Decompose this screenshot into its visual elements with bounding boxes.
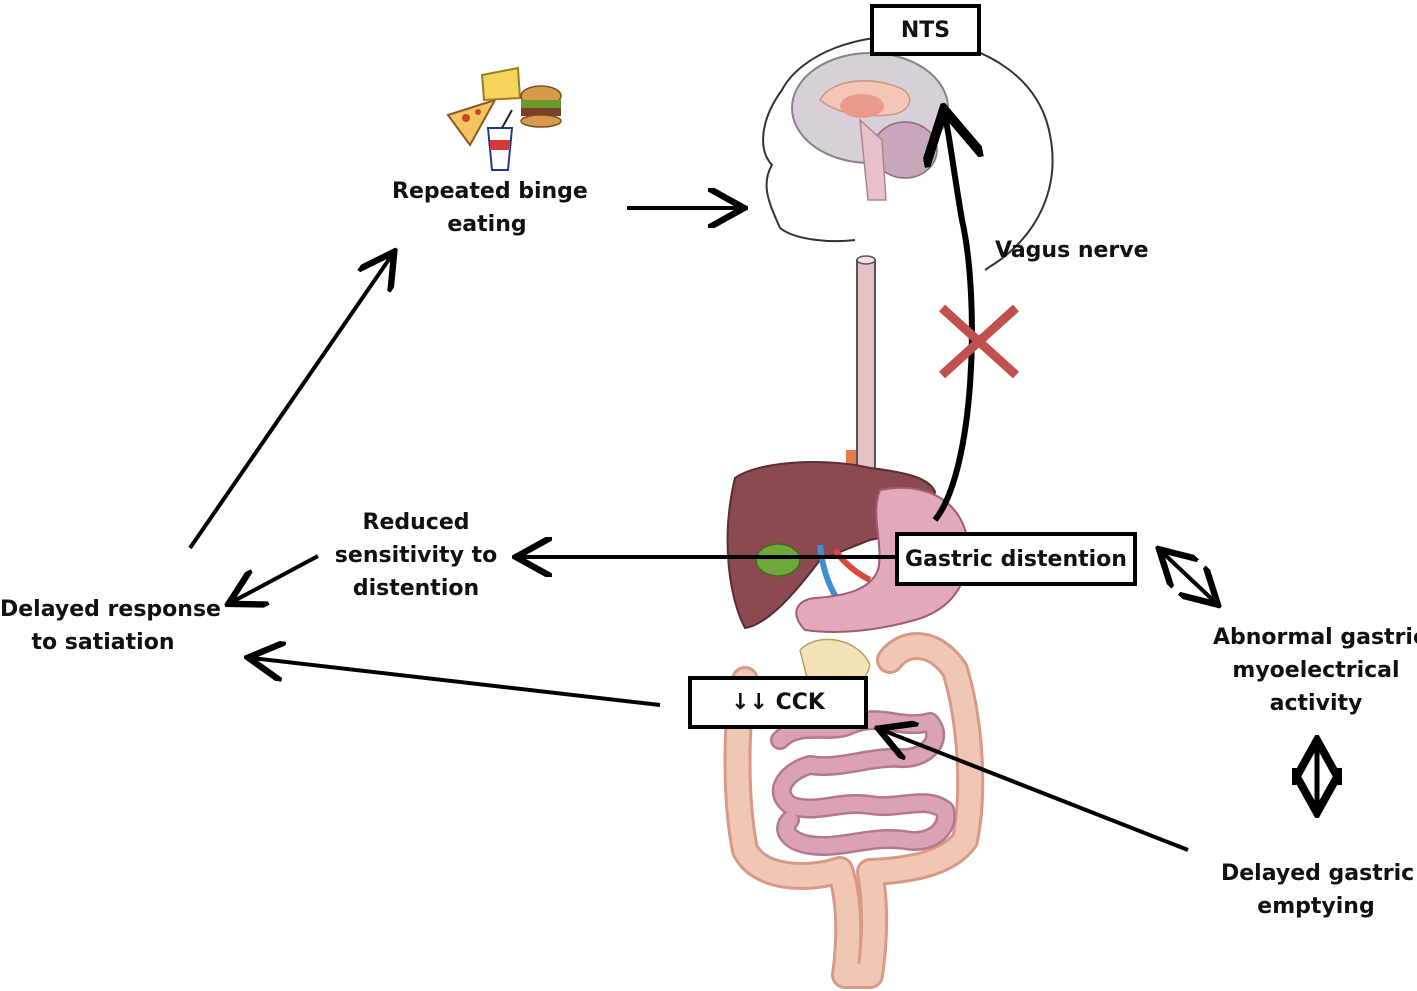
vagus-nerve-arrow bbox=[935, 115, 972, 522]
small-intestine-illustration bbox=[770, 710, 956, 856]
abnormal-activity-label: Abnormal gastric myoelectrical activity bbox=[1213, 621, 1417, 720]
esophagus-illustration bbox=[846, 255, 876, 481]
arrow-delayed-to-binge bbox=[188, 255, 392, 550]
cck-box: ↓↓ CCK bbox=[688, 676, 868, 729]
binge-line-2: eating bbox=[447, 212, 527, 237]
reduced-line-2: sensitivity to bbox=[334, 543, 498, 568]
brain-illustration bbox=[791, 52, 949, 201]
delayed-emptying-line-2: emptying bbox=[1257, 894, 1375, 919]
arrow-reduced-to-delayed bbox=[232, 554, 319, 602]
reduced-line-3: distention bbox=[352, 576, 480, 601]
nts-box: NTS bbox=[870, 4, 981, 56]
gastric-distention-box: Gastric distention bbox=[895, 532, 1137, 586]
abnormal-line-2: myoelectrical bbox=[1232, 658, 1400, 683]
cck-label: ↓↓ CCK bbox=[731, 690, 825, 715]
gallbladder-illustration bbox=[755, 543, 872, 602]
abnormal-line-1: Abnormal gastric bbox=[1213, 625, 1417, 650]
arrow-emptying-to-cck bbox=[882, 730, 1189, 852]
arrow-distention-abnormal bbox=[1162, 552, 1215, 602]
vagus-nerve-label: Vagus nerve bbox=[995, 234, 1149, 267]
blocked-cross-icon bbox=[938, 304, 1020, 379]
delayed-response-line-2: to satiation bbox=[31, 630, 175, 655]
reduced-sensitivity-label: Reduced sensitivity to distention bbox=[330, 506, 502, 605]
reduced-line-1: Reduced bbox=[362, 510, 470, 535]
delayed-emptying-label: Delayed gastric emptying bbox=[1221, 857, 1415, 923]
nts-label: NTS bbox=[900, 17, 951, 43]
gastric-distention-label: Gastric distention bbox=[905, 546, 1127, 572]
arrow-cck-to-delayed bbox=[252, 658, 661, 707]
binge-eating-label: Repeated binge eating bbox=[392, 175, 588, 241]
binge-line-1: Repeated binge bbox=[392, 179, 588, 204]
colon-illustration bbox=[723, 632, 985, 989]
delayed-response-line-1: Delayed response bbox=[0, 597, 221, 622]
delayed-response-label: Delayed response to satiation bbox=[0, 593, 221, 659]
delayed-emptying-line-1: Delayed gastric bbox=[1221, 861, 1415, 886]
vagus-nerve-text: Vagus nerve bbox=[995, 238, 1149, 263]
food-icon bbox=[446, 66, 562, 171]
abnormal-line-3: activity bbox=[1269, 691, 1363, 716]
